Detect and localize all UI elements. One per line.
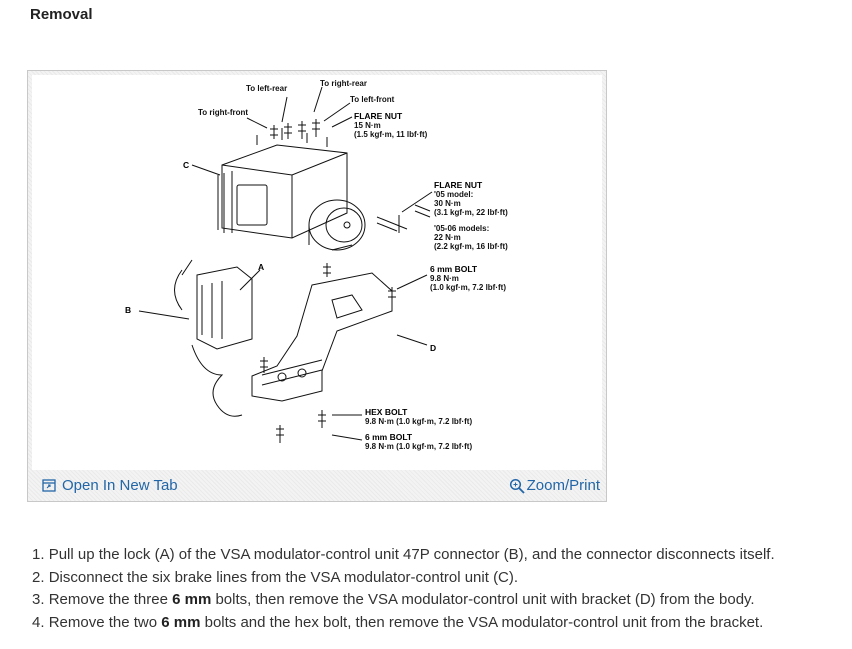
step-item: 1. Pull up the lock (A) of the VSA modul… [32,544,775,567]
label-6mm-bolt-title: 6 mm BOLT [430,264,478,274]
step-text-bold: 6 mm [172,591,212,608]
diagram-panel[interactable]: To left-rear To right-rear To left-front… [32,75,602,470]
step-text-pre: Remove the three [48,591,173,608]
magnifier-icon [509,478,525,494]
label-flare-nut-side-alt: (3.1 kgf·m, 22 lbf·ft) [434,208,508,217]
bracket-drawing [251,272,393,402]
step-number: 1. [32,546,45,563]
step-number: 2. [32,568,45,586]
removal-steps-list: 1. Pull up the lock (A) of the VSA modul… [32,544,775,634]
step-text: Pull up the lock (A) of the VSA modulato… [48,546,775,563]
label-flare-nut-side-torque: 30 N·m [434,199,461,208]
label-to-left-front: To left-front [350,95,395,104]
label-hex-bolt-spec: 9.8 N·m (1.0 kgf·m, 7.2 lbf·ft) [365,417,472,426]
callout-c: C [183,160,189,170]
step-text-pre: Remove the two [48,613,162,631]
open-new-tab-icon [42,479,56,492]
step-number: 3. [32,591,45,608]
flare-fitting-side [376,204,431,233]
callout-a: A [258,262,264,272]
label-flare-nut-models-torque: 22 N·m [434,233,461,242]
open-in-new-tab-label: Open In New Tab [62,477,178,494]
step-text-post: bolts and the hex bolt, then remove the … [200,613,764,631]
vsa-removal-diagram: To left-rear To right-rear To left-front… [125,79,508,451]
brake-line-fittings-top [270,119,320,139]
step-item: 4. Remove the two 6 mm bolts and the hex… [32,612,775,635]
label-flare-nut-models: '05-06 models: [434,224,489,233]
label-hex-bolt-title: HEX BOLT [365,407,408,417]
label-6mm-bolt-2-title: 6 mm BOLT [365,432,413,442]
step-text-bold: 6 mm [161,613,201,631]
step-item: 2. Disconnect the six brake lines from t… [32,567,775,590]
label-to-right-front: To right-front [198,108,248,117]
label-6mm-bolt-alt: (1.0 kgf·m, 7.2 lbf·ft) [430,283,506,292]
step-item: 3. Remove the three 6 mm bolts, then rem… [32,589,775,612]
section-heading: Removal [30,6,93,23]
callout-d: D [430,343,436,353]
step-number: 4. [32,613,45,631]
zoom-print-label: Zoom/Print [526,477,600,494]
label-flare-nut-top-torque: 15 N·m [354,121,381,130]
label-to-left-rear: To left-rear [246,84,287,93]
label-flare-nut-models-alt: (2.2 kgf·m, 16 lbf·ft) [434,242,508,251]
label-6mm-bolt-torque: 9.8 N·m [430,274,459,283]
bolts [260,263,396,443]
open-in-new-tab-link[interactable]: Open In New Tab [42,477,178,494]
step-text: Disconnect the six brake lines from the … [48,568,519,586]
label-to-right-rear: To right-rear [320,79,367,88]
label-flare-nut-top-title: FLARE NUT [354,111,403,121]
label-flare-nut-top-alt: (1.5 kgf·m, 11 lbf·ft) [354,130,428,139]
figure-container: To left-rear To right-rear To left-front… [27,70,607,502]
step-text-post: bolts, then remove the VSA modulator-con… [211,591,755,608]
label-flare-nut-side-title: FLARE NUT [434,180,483,190]
modulator-unit-drawing [217,128,366,251]
zoom-print-link[interactable]: Zoom/Print [509,477,600,494]
label-6mm-bolt-2-spec: 9.8 N·m (1.0 kgf·m, 7.2 lbf·ft) [365,442,472,451]
connector-drawing [174,259,253,417]
leader-lines [138,86,433,441]
callout-b: B [125,305,131,315]
label-flare-nut-side-model: '05 model: [434,190,473,199]
